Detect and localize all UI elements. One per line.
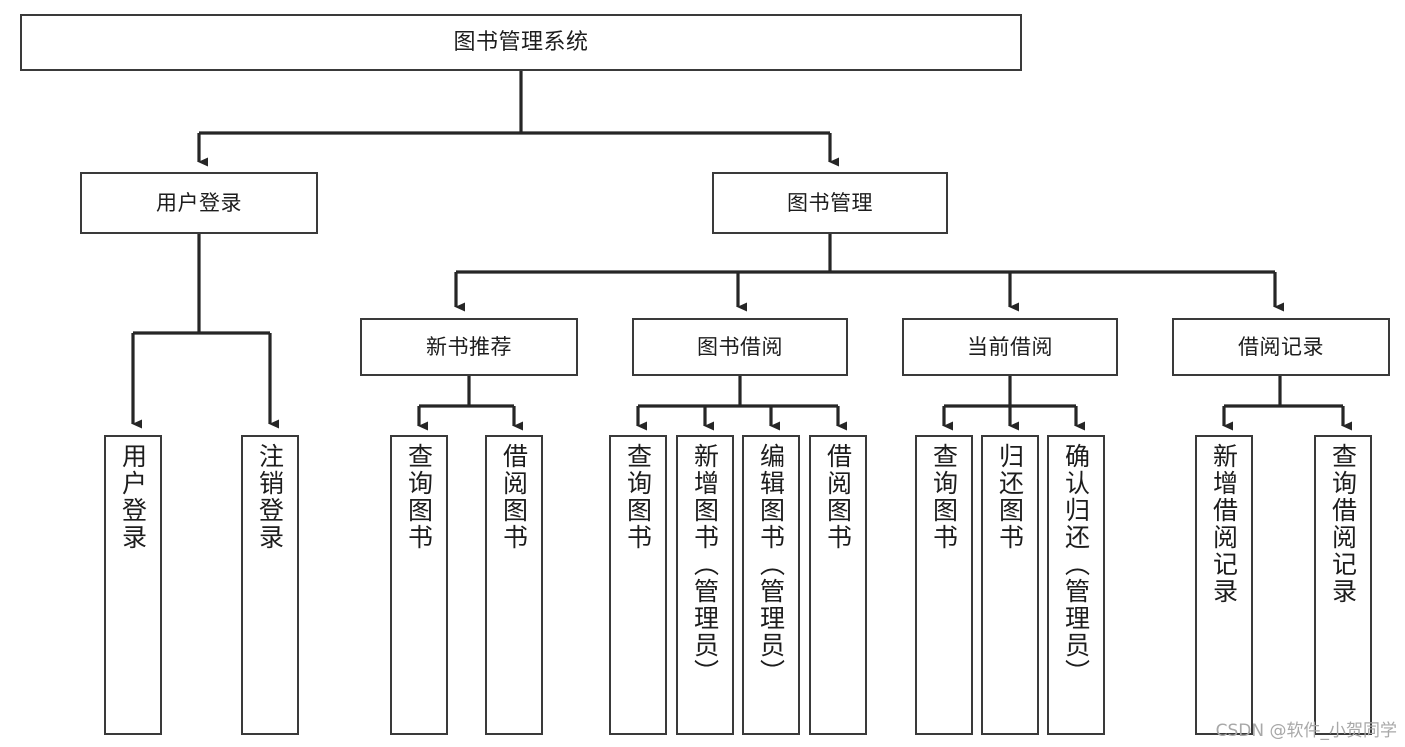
- leaf-query-book-current[interactable]: 查询图书: [915, 435, 973, 735]
- leaf-add-book-admin[interactable]: 新增图书（管理员）: [676, 435, 734, 735]
- node-label: 新增借阅记录: [1209, 443, 1239, 605]
- node-label: 借阅图书: [823, 443, 853, 551]
- node-label: 当前借阅: [967, 334, 1053, 359]
- leaf-return-book[interactable]: 归还图书: [981, 435, 1039, 735]
- node-label: 查询借阅记录: [1328, 443, 1358, 605]
- node-label: 图书管理系统: [453, 29, 589, 55]
- node-book-management-system[interactable]: 图书管理系统: [20, 14, 1022, 71]
- node-label: 编辑图书（管理员）: [756, 443, 786, 686]
- node-label: 新书推荐: [426, 334, 512, 359]
- node-book-manage[interactable]: 图书管理: [712, 172, 948, 234]
- node-label: 查询图书: [929, 443, 959, 551]
- leaf-borrow-book-new-rec[interactable]: 借阅图书: [485, 435, 543, 735]
- node-label: 查询图书: [623, 443, 653, 551]
- leaf-confirm-return-admin[interactable]: 确认归还（管理员）: [1047, 435, 1105, 735]
- node-label: 用户登录: [156, 190, 242, 215]
- node-current-borrow[interactable]: 当前借阅: [902, 318, 1118, 376]
- node-label: 借阅记录: [1238, 334, 1324, 359]
- node-label: 新增图书（管理员）: [690, 443, 720, 686]
- csdn-watermark: CSDN @软件_小贺同学: [1215, 721, 1397, 741]
- node-label: 借阅图书: [499, 443, 529, 551]
- leaf-borrow-book[interactable]: 借阅图书: [809, 435, 867, 735]
- leaf-query-book-borrow[interactable]: 查询图书: [609, 435, 667, 735]
- leaf-edit-book-admin[interactable]: 编辑图书（管理员）: [742, 435, 800, 735]
- node-user-login[interactable]: 用户登录: [80, 172, 318, 234]
- leaf-add-borrow-record[interactable]: 新增借阅记录: [1195, 435, 1253, 735]
- node-label: 用户登录: [118, 443, 148, 551]
- node-book-borrow[interactable]: 图书借阅: [632, 318, 848, 376]
- node-label: 查询图书: [404, 443, 434, 551]
- leaf-query-book-new-rec[interactable]: 查询图书: [390, 435, 448, 735]
- node-borrow-record[interactable]: 借阅记录: [1172, 318, 1390, 376]
- node-label: 归还图书: [995, 443, 1025, 551]
- leaf-logout-login[interactable]: 注销登录: [241, 435, 299, 735]
- node-label: 注销登录: [255, 443, 285, 551]
- leaf-user-login[interactable]: 用户登录: [104, 435, 162, 735]
- node-new-book-recommendation[interactable]: 新书推荐: [360, 318, 578, 376]
- leaf-query-borrow-record[interactable]: 查询借阅记录: [1314, 435, 1372, 735]
- node-label: 图书借阅: [697, 334, 783, 359]
- node-label: 确认归还（管理员）: [1061, 443, 1091, 686]
- node-label: 图书管理: [787, 190, 873, 215]
